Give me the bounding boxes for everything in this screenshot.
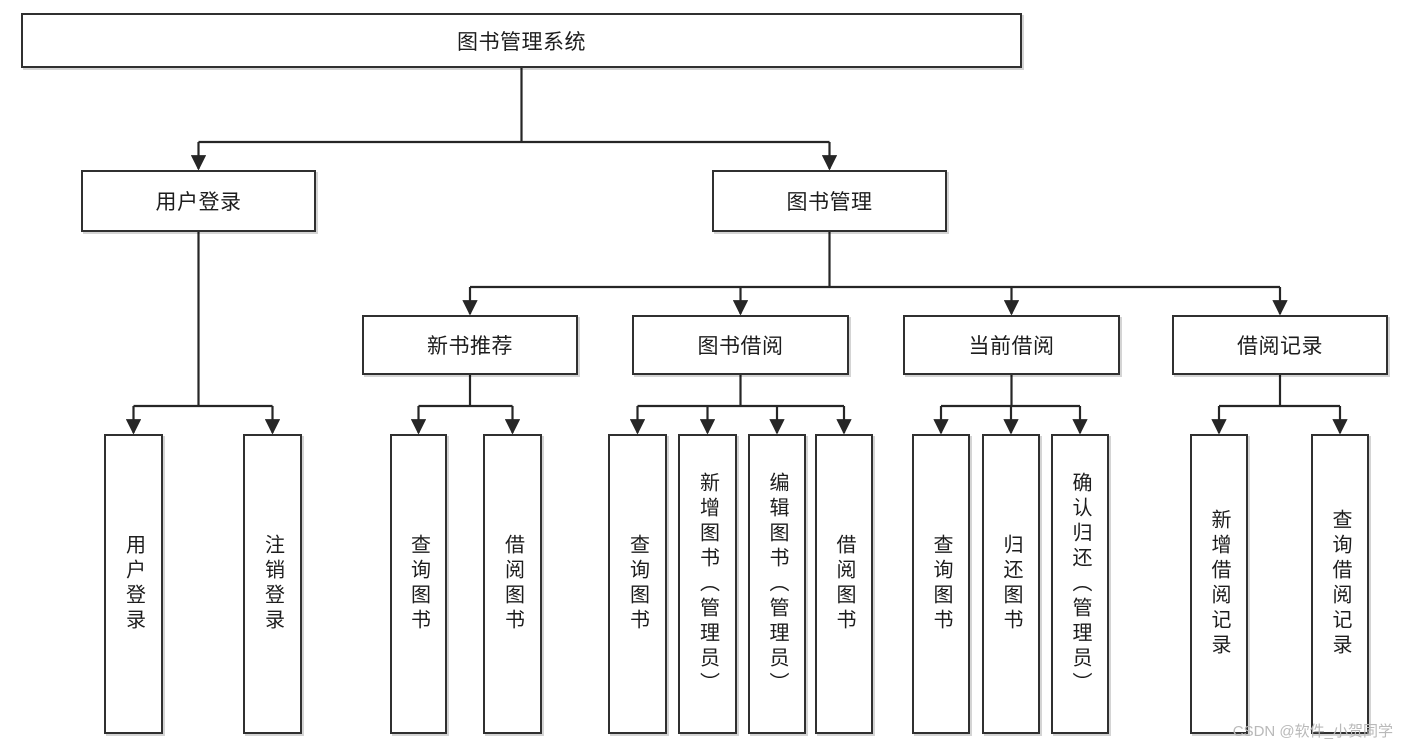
leaf-recommend-borrow-book-label: 借阅图书 [501,534,524,634]
leaf-user-login[interactable]: 用户登录 [104,434,163,734]
node-current-borrow-label: 当前借阅 [968,335,1055,358]
leaf-user-login-label: 用户登录 [122,534,145,634]
leaf-borrow-query-book-label: 查询图书 [626,534,649,634]
node-borrow-record[interactable]: 借阅记录 [1172,315,1388,375]
leaf-recommend-borrow-book[interactable]: 借阅图书 [483,434,542,734]
leaf-record-add-label: 新增借阅记录 [1208,509,1230,659]
node-book-manage[interactable]: 图书管理 [712,170,947,232]
leaf-borrow-add-book[interactable]: 新增图书（管理员） [678,434,737,734]
node-book-borrow[interactable]: 图书借阅 [632,315,849,375]
node-book-borrow-label: 图书借阅 [697,335,784,358]
leaf-borrow-borrow-book-label: 借阅图书 [833,534,855,634]
node-new-book-recommend-label: 新书推荐 [427,335,513,358]
node-book-manage-label: 图书管理 [786,191,873,214]
node-user-login-label: 用户登录 [155,191,242,214]
leaf-current-return-book[interactable]: 归还图书 [982,434,1040,734]
leaf-record-query[interactable]: 查询借阅记录 [1311,434,1369,734]
node-user-login[interactable]: 用户登录 [81,170,316,232]
node-root[interactable]: 图书管理系统 [21,13,1022,68]
node-borrow-record-label: 借阅记录 [1237,335,1323,358]
leaf-borrow-add-book-label: 新增图书（管理员） [696,471,719,697]
leaf-current-query-book-label: 查询图书 [930,534,952,634]
leaf-record-query-label: 查询借阅记录 [1329,509,1351,659]
leaf-borrow-edit-book[interactable]: 编辑图书（管理员） [748,434,806,734]
leaf-borrow-borrow-book[interactable]: 借阅图书 [815,434,873,734]
leaf-borrow-query-book[interactable]: 查询图书 [608,434,667,734]
leaf-current-query-book[interactable]: 查询图书 [912,434,970,734]
leaf-recommend-query-book-label: 查询图书 [407,534,430,634]
leaf-borrow-edit-book-label: 编辑图书（管理员） [766,471,788,697]
node-root-label: 图书管理系统 [457,30,586,54]
leaf-current-return-book-label: 归还图书 [1000,534,1022,634]
node-current-borrow[interactable]: 当前借阅 [903,315,1120,375]
node-new-book-recommend[interactable]: 新书推荐 [362,315,578,375]
leaf-current-confirm-return-label: 确认归还（管理员） [1069,471,1091,697]
watermark: CSDN @软件_小贺同学 [1232,723,1393,740]
leaf-current-confirm-return[interactable]: 确认归还（管理员） [1051,434,1109,734]
leaf-record-add[interactable]: 新增借阅记录 [1190,434,1248,734]
leaf-user-logout[interactable]: 注销登录 [243,434,302,734]
leaf-user-logout-label: 注销登录 [261,534,284,634]
leaf-recommend-query-book[interactable]: 查询图书 [390,434,447,734]
